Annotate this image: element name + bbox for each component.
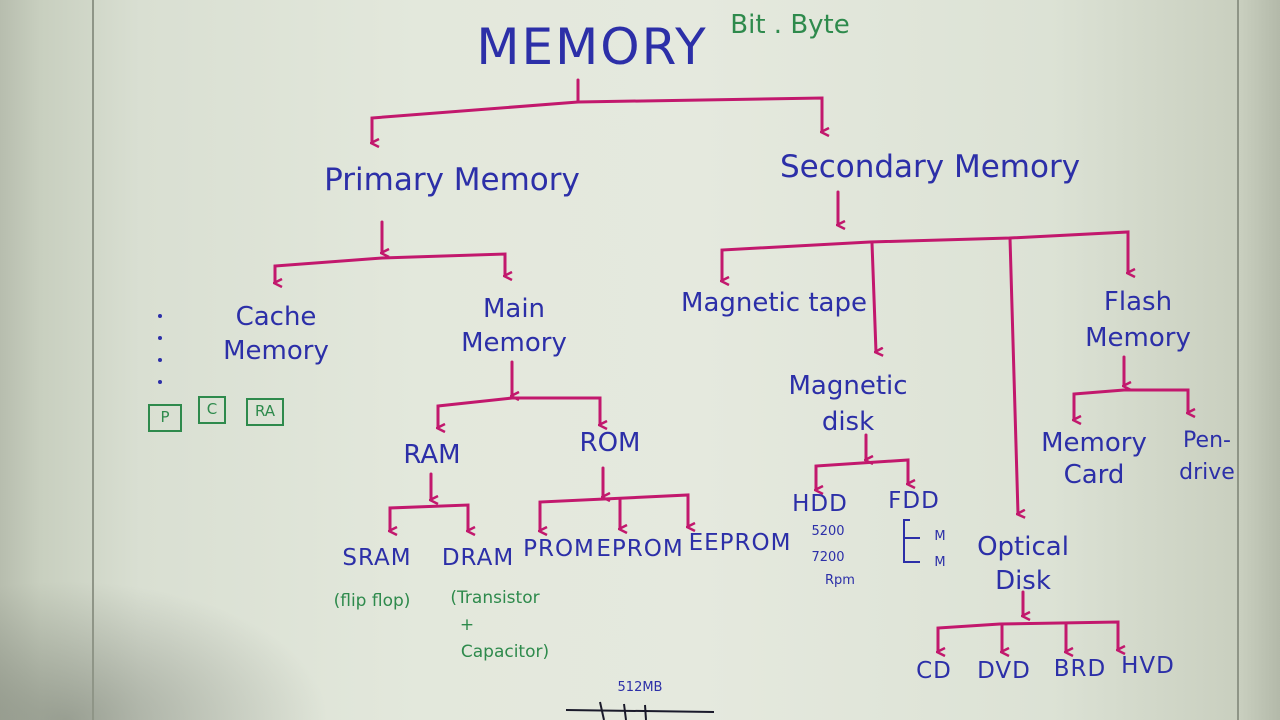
paper-margin-right: [1237, 0, 1239, 720]
ellipsis-dot: [158, 336, 162, 340]
eprom-label: EPROM: [596, 536, 684, 562]
magnetic-tape-label: Magnetic tape: [681, 288, 867, 318]
dram-note-and: +: [459, 615, 475, 635]
paper-margin-left: [92, 0, 94, 720]
fdd-size-1: M: [934, 529, 946, 544]
cache-box: C: [198, 396, 226, 424]
secondary-memory-label: Secondary Memory: [779, 149, 1081, 185]
cd-label: CD: [916, 658, 952, 684]
primary-memory-label: Primary Memory: [324, 162, 580, 198]
hdd-label: HDD: [792, 491, 848, 517]
eeprom-label: EEPROM: [688, 530, 792, 556]
hvd-label: HVD: [1121, 653, 1175, 679]
cache-memory-label: Cache Memory: [223, 302, 329, 366]
dram-note-capacitor: Capacitor): [460, 642, 550, 662]
memory-card-label: Memory Card: [1041, 428, 1147, 490]
ellipsis-dot: [158, 314, 162, 318]
dvd-label: DVD: [977, 658, 1031, 684]
sram-note: (flip flop): [333, 591, 411, 611]
hdd-rpm-7200: 7200: [811, 550, 845, 565]
dram-note-transistor: (Transistor: [450, 588, 540, 608]
memory-root-label: MEMORY: [476, 18, 708, 76]
magnetic-disk-label: Magnetic disk: [788, 371, 908, 437]
rom-label: ROM: [579, 428, 641, 458]
dram-label: DRAM: [441, 545, 515, 571]
main-memory-label: Main Memory: [461, 294, 567, 358]
ellipsis-dot: [158, 358, 162, 362]
bit-byte-note: Bit . Byte: [730, 10, 850, 40]
prom-label: PROM: [523, 536, 595, 562]
ram-label: RAM: [403, 440, 461, 470]
ellipsis-dot: [158, 380, 162, 384]
pen-drive-label: Pen-drive: [1179, 428, 1235, 485]
ram-box: RA: [246, 398, 284, 426]
fdd-label: FDD: [888, 488, 940, 514]
hdd-rpm-unit: Rpm: [825, 573, 855, 588]
optical-disk-label: Optical Disk: [977, 532, 1069, 596]
bottom-512mb-note: 512MB: [617, 680, 663, 695]
hdd-rpm-5200: 5200: [811, 524, 845, 539]
sram-label: SRAM: [342, 545, 412, 571]
brd-label: BRD: [1053, 656, 1107, 682]
register-box: P: [148, 404, 182, 432]
flash-memory-label: Flash Memory: [1085, 287, 1191, 353]
hand-shadow: [0, 580, 330, 720]
fdd-size-2: M: [934, 555, 946, 570]
